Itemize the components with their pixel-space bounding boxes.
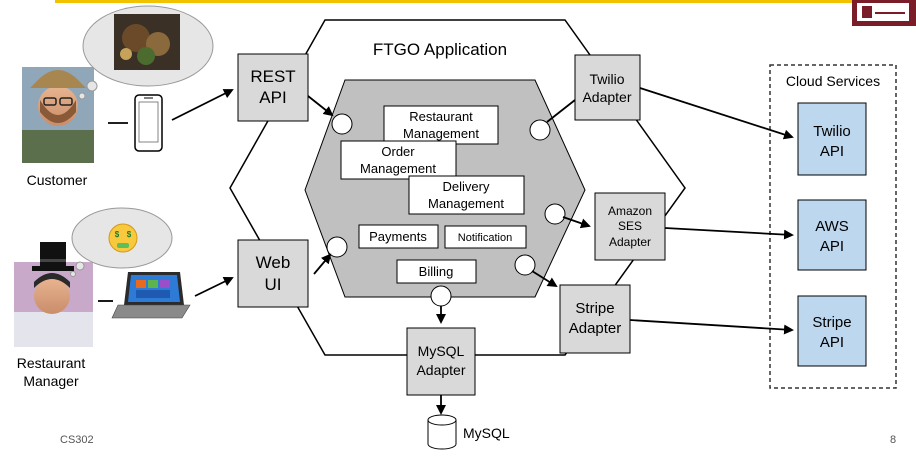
mysql-database-icon — [427, 414, 457, 450]
food-icon — [114, 14, 180, 70]
customer-thought-bubble — [78, 5, 214, 100]
customer-label: Customer — [27, 172, 88, 188]
manager-label-line1: Restaurant — [17, 355, 86, 371]
payments-label: Payments — [369, 229, 427, 244]
aws-api-label-2: API — [820, 238, 844, 255]
arrow-core-to-stripe — [531, 270, 558, 288]
arrow-laptop-to-webui — [194, 277, 234, 297]
laptop-icon — [111, 272, 191, 319]
billing-module[interactable]: Billing — [396, 259, 477, 284]
top-accent-bar — [55, 0, 855, 3]
application-title: FTGO Application — [373, 40, 507, 59]
twilio-adapter-label: Twilio — [589, 71, 624, 87]
customer-avatar — [22, 67, 94, 163]
arrow-stripe-to-cloud — [629, 319, 794, 335]
university-logo — [852, 0, 916, 26]
mysql-database-label: MySQL — [463, 425, 510, 441]
cloud-services-title: Cloud Services — [786, 73, 880, 89]
restaurant-management-module[interactable]: Restaurant Management — [383, 105, 499, 145]
order-management-module[interactable]: Order Management — [340, 140, 457, 180]
twilio-api-label-2: API — [820, 143, 844, 160]
port-webui — [326, 236, 348, 258]
order-management-label: Order — [381, 144, 415, 159]
mysql-adapter-label: MySQL — [418, 343, 465, 359]
twilio-adapter-label-2: Adapter — [582, 89, 631, 105]
manager-avatar — [14, 242, 93, 347]
port-ses — [544, 203, 566, 225]
cloud-services-box — [769, 64, 897, 389]
ses-adapter[interactable]: Amazon SES Adapter — [594, 192, 666, 261]
web-ui-adapter[interactable]: Web UI — [237, 239, 309, 308]
delivery-management-module[interactable]: Delivery Management — [408, 175, 525, 215]
order-management-label-2: Management — [360, 161, 436, 176]
arrow-ses-to-aws — [664, 227, 794, 240]
notification-label: Notification — [458, 232, 512, 244]
twilio-api-box[interactable]: Twilio API — [797, 102, 867, 176]
twilio-api-label: Twilio — [813, 123, 851, 140]
mysql-adapter[interactable]: MySQL Adapter — [406, 327, 476, 396]
aws-api-label: AWS — [815, 218, 849, 235]
arrow-rest-to-core — [307, 95, 334, 117]
footer-course-code: CS302 — [60, 434, 94, 446]
ses-adapter-label-3: Adapter — [609, 235, 651, 249]
port-rest — [331, 113, 353, 135]
manager-label-line2: Manager — [23, 373, 79, 389]
stripe-api-label: Stripe — [812, 314, 851, 331]
phone-icon — [134, 94, 163, 152]
stripe-adapter-label: Stripe — [575, 300, 614, 317]
svg-text:$: $ — [127, 230, 132, 239]
arrow-core-to-ses — [562, 216, 591, 229]
web-ui-label-2: UI — [265, 275, 282, 294]
twilio-adapter[interactable]: Twilio Adapter — [574, 54, 641, 121]
connectors — [98, 87, 794, 415]
port-mysql — [430, 285, 452, 307]
svg-text:$: $ — [115, 230, 120, 239]
rest-api-label: REST — [250, 67, 295, 86]
arrow-webui-to-core — [313, 253, 332, 275]
line-core-to-twilio — [546, 99, 576, 123]
delivery-management-label: Delivery — [443, 179, 490, 194]
restaurant-management-label-2: Management — [403, 126, 479, 141]
mysql-adapter-label-2: Adapter — [416, 362, 465, 378]
manager-thought-bubble: $ $ — [70, 207, 173, 277]
stripe-api-box[interactable]: Stripe API — [797, 295, 867, 367]
payments-module[interactable]: Payments — [358, 224, 439, 249]
ses-adapter-label-2: SES — [618, 219, 642, 233]
arrow-phone-to-rest — [171, 89, 234, 121]
delivery-management-label-2: Management — [428, 196, 504, 211]
port-twilio — [529, 119, 551, 141]
web-ui-label: Web — [256, 253, 291, 272]
aws-api-box[interactable]: AWS API — [797, 199, 867, 271]
rest-api-adapter[interactable]: REST API — [237, 53, 309, 122]
money-face-emoji-icon: $ $ — [108, 223, 138, 253]
billing-label: Billing — [419, 264, 454, 279]
ses-adapter-label: Amazon — [608, 204, 652, 218]
stripe-adapter[interactable]: Stripe Adapter — [559, 284, 631, 354]
stripe-api-label-2: API — [820, 334, 844, 351]
arrow-twilio-to-cloud — [639, 87, 794, 140]
stripe-adapter-label-2: Adapter — [569, 320, 622, 337]
restaurant-management-label: Restaurant — [409, 109, 473, 124]
rest-api-label-2: API — [259, 88, 286, 107]
notification-module[interactable]: Notification — [444, 225, 527, 249]
footer-page-number: 8 — [890, 434, 897, 446]
port-stripe — [514, 254, 536, 276]
